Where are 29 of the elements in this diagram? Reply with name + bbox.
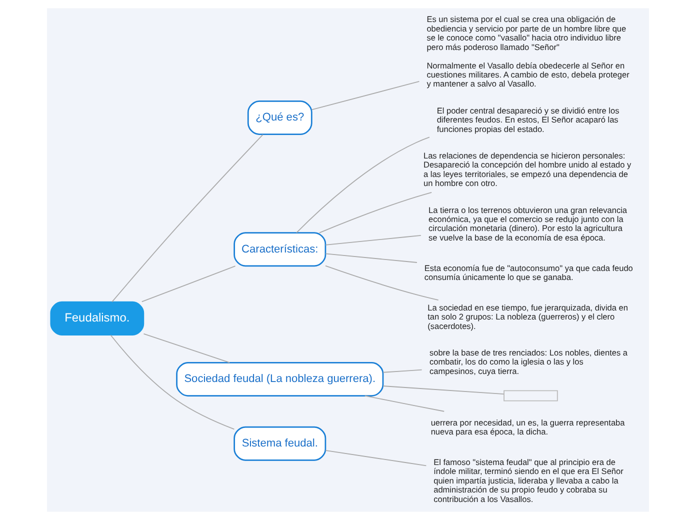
node-box (504, 390, 558, 402)
connector (364, 395, 445, 412)
node-text: El poder central desapareció y se dividió entre los diferentes feudos. En estos, El Señor acaparó las funciones propias del estado. (436, 106, 620, 134)
connector (110, 334, 235, 430)
node-box: Sistema feudal. (234, 426, 326, 461)
node-box: Sociedad feudal (La nobleza guerrera). (176, 362, 384, 396)
node-text: Es un sistema por el cual se crea una obligación de obediencia y servicio por parte de un hombre libre que se le conoce como "vasallo" hacia otro individuo libre pero más poderoso llamado "Señor" Normalmente el Vasallo debía obedecerle al Señor en cuestiones militares. A cambio de esto, debela proteger y mantener a salvo al Vasallo. (426, 15, 630, 89)
connector (325, 450, 427, 466)
node-text: La sociedad en ese tiempo, fue jerarquizada, divida en tan solo 2 grupos: La nobleza (guerreros) y el clero (sacerdotes). (428, 303, 628, 331)
connector (325, 234, 422, 246)
connector (382, 386, 504, 394)
connector (325, 253, 418, 263)
node-text: Esta economía fue de "autoconsumo" ya que cada feudo consumía únicamente lo que se ganaba. (424, 264, 633, 282)
connector (325, 265, 439, 300)
connector (296, 136, 430, 234)
node-text: Las relaciones de dependencia se hicieron personales: Desapareció la concepción del hombre unido al estado y a las leyes territoriales, se empezó una dependencia de un hombre con otro. (423, 151, 632, 188)
connector (382, 369, 422, 373)
node-text: La tierra o los terrenos obtuvieron una gran relevancia económica, ya que el comercio se redujo junto con la circulación monetaria (dinero). Por esto la agricultura se vuelve la base de la economía de esa época. (428, 206, 628, 242)
connector (318, 192, 432, 234)
connector (112, 134, 264, 302)
connector (311, 81, 420, 110)
node-box: Características: (234, 232, 326, 267)
node-box: Feudalismo. (50, 301, 144, 336)
node-box: ¿Qué es? (247, 100, 312, 136)
node-text: uerrera por necesidad, un es, la guerra representaba nueva para esa época, la dicha. (430, 418, 625, 437)
node-text: El famoso "sistema feudal" que al principio era de índole militar, terminó siendo en el que era El Señor quien impartía justicia, lideraba y llevaba a cabo la administración de su propio feudo y cobraba su contribución a los Vasallos. (434, 458, 624, 504)
connector (143, 333, 230, 364)
node-text: sobre la base de tres renciados: Los nobles, dientes a combatir, los do como la iglesia o las y los campesinos, cuya tierra. (429, 348, 628, 376)
connector (141, 266, 236, 302)
